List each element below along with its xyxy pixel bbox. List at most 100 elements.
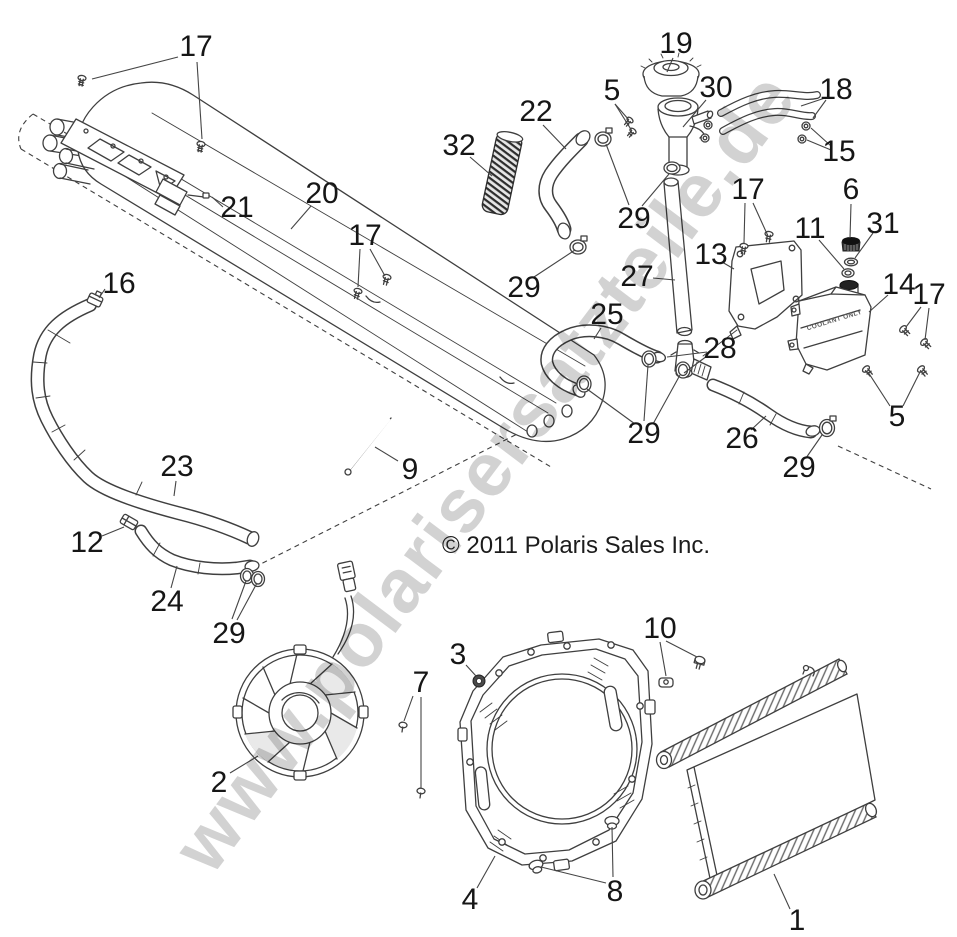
part-label-6: 6	[842, 173, 860, 206]
leader-line-12	[101, 526, 125, 537]
leader-line-5	[614, 103, 633, 132]
part-label-17: 17	[912, 278, 946, 311]
leader-line-24	[170, 565, 178, 589]
hose-26-drawing	[706, 378, 821, 439]
tube-27-drawing	[663, 177, 693, 337]
part-label-32: 32	[442, 129, 476, 162]
leader-line-29	[805, 434, 823, 459]
part-label-11: 11	[794, 212, 826, 245]
leader-line-21	[211, 196, 224, 208]
leader-line-18	[800, 97, 826, 107]
leader-line-29	[533, 249, 576, 278]
leader-line-17	[369, 248, 386, 277]
leader-line-19	[666, 57, 674, 73]
part-label-17: 17	[179, 30, 213, 63]
part-label-29: 29	[617, 202, 651, 235]
part-label-13: 13	[694, 238, 728, 271]
screw-10-drawing	[658, 655, 706, 688]
leader-line-6	[849, 203, 852, 239]
leader-line-27	[652, 277, 676, 281]
leader-line-16	[98, 288, 106, 299]
part-label-10: 10	[643, 612, 677, 645]
leader-line-15	[810, 127, 832, 147]
clamps-29-drawing	[239, 127, 837, 588]
part-label-5: 5	[888, 400, 906, 433]
part-label-17: 17	[348, 219, 382, 252]
leader-line-22	[542, 124, 567, 150]
leader-line-1	[773, 873, 791, 910]
leader-line-17	[924, 307, 930, 341]
leader-line-3	[465, 664, 477, 677]
leader-line-17	[743, 202, 746, 244]
part-label-7: 7	[412, 666, 430, 699]
copyright-text: © 2011 Polaris Sales Inc.	[442, 532, 711, 559]
part-label-12: 12	[70, 526, 104, 559]
hoses-18-drawing	[717, 89, 821, 135]
leader-line-29	[231, 580, 247, 620]
hose-24-drawing	[134, 524, 260, 576]
leader-line-7	[403, 695, 414, 722]
leader-line-4	[476, 855, 496, 889]
filler-neck-30-drawing	[657, 97, 714, 176]
radiator-cap-19-drawing	[640, 52, 702, 97]
part-label-28: 28	[703, 332, 737, 365]
bolts-15-drawing	[700, 120, 811, 144]
leader-line-14	[868, 294, 889, 313]
part-label-16: 16	[102, 267, 136, 300]
leader-line-15	[806, 139, 832, 151]
part-label-29: 29	[212, 617, 246, 650]
grommet-11-drawing	[841, 268, 855, 278]
heat-exchanger-drawing	[42, 81, 606, 443]
leader-line-8	[611, 826, 614, 878]
leader-line-5	[867, 371, 891, 407]
part-label-22: 22	[519, 95, 553, 128]
leader-line-29	[641, 173, 670, 207]
leader-line-28	[683, 355, 708, 374]
fan-shroud-4-drawing	[457, 630, 656, 872]
fan-connector-drawing	[336, 560, 357, 593]
part-label-3: 3	[449, 638, 467, 671]
leader-line-25	[593, 327, 602, 340]
leader-line-29	[643, 364, 649, 422]
leader-line-2	[229, 755, 259, 774]
part-label-20: 20	[305, 177, 339, 210]
part-label-27: 27	[620, 260, 654, 293]
bracket-13-drawing	[702, 240, 803, 357]
leader-line-30	[682, 99, 707, 128]
leader-line-23	[173, 480, 177, 497]
part-label-31: 31	[866, 207, 900, 240]
leader-line-20	[290, 205, 312, 230]
part-label-29: 29	[782, 451, 816, 484]
grommets-8-drawing	[528, 815, 620, 874]
leader-line-17	[91, 56, 179, 80]
part-label-8: 8	[606, 875, 624, 908]
part-label-29: 29	[627, 417, 661, 450]
leader-line-29	[605, 143, 630, 206]
leader-line-28	[666, 351, 708, 358]
leader-line-29	[652, 374, 681, 425]
leader-line-17	[905, 306, 922, 328]
bottle-cap-6-drawing	[841, 237, 861, 252]
part-label-2: 2	[210, 766, 228, 799]
leader-line-17	[196, 61, 203, 140]
leader-line-17	[357, 248, 361, 288]
part-label-1: 1	[788, 904, 806, 937]
part-label-29: 29	[507, 271, 541, 304]
part-label-17: 17	[731, 173, 765, 206]
radiator-1-drawing	[655, 658, 878, 900]
leader-line-29	[236, 582, 258, 621]
part-label-5: 5	[603, 74, 621, 107]
leader-line-10	[659, 641, 667, 677]
part-label-21: 21	[220, 191, 254, 224]
leader-line-10	[665, 640, 698, 658]
protective-sleeve-32-drawing	[481, 131, 524, 216]
part-label-18: 18	[819, 73, 853, 106]
leader-line-9	[374, 446, 399, 462]
part-label-25: 25	[590, 298, 624, 331]
leader-line-5	[902, 371, 921, 407]
leader-line-13	[721, 261, 735, 270]
hose-22-drawing	[538, 130, 591, 240]
clamp-12-drawing	[119, 513, 139, 531]
leader-line-26	[750, 415, 767, 431]
